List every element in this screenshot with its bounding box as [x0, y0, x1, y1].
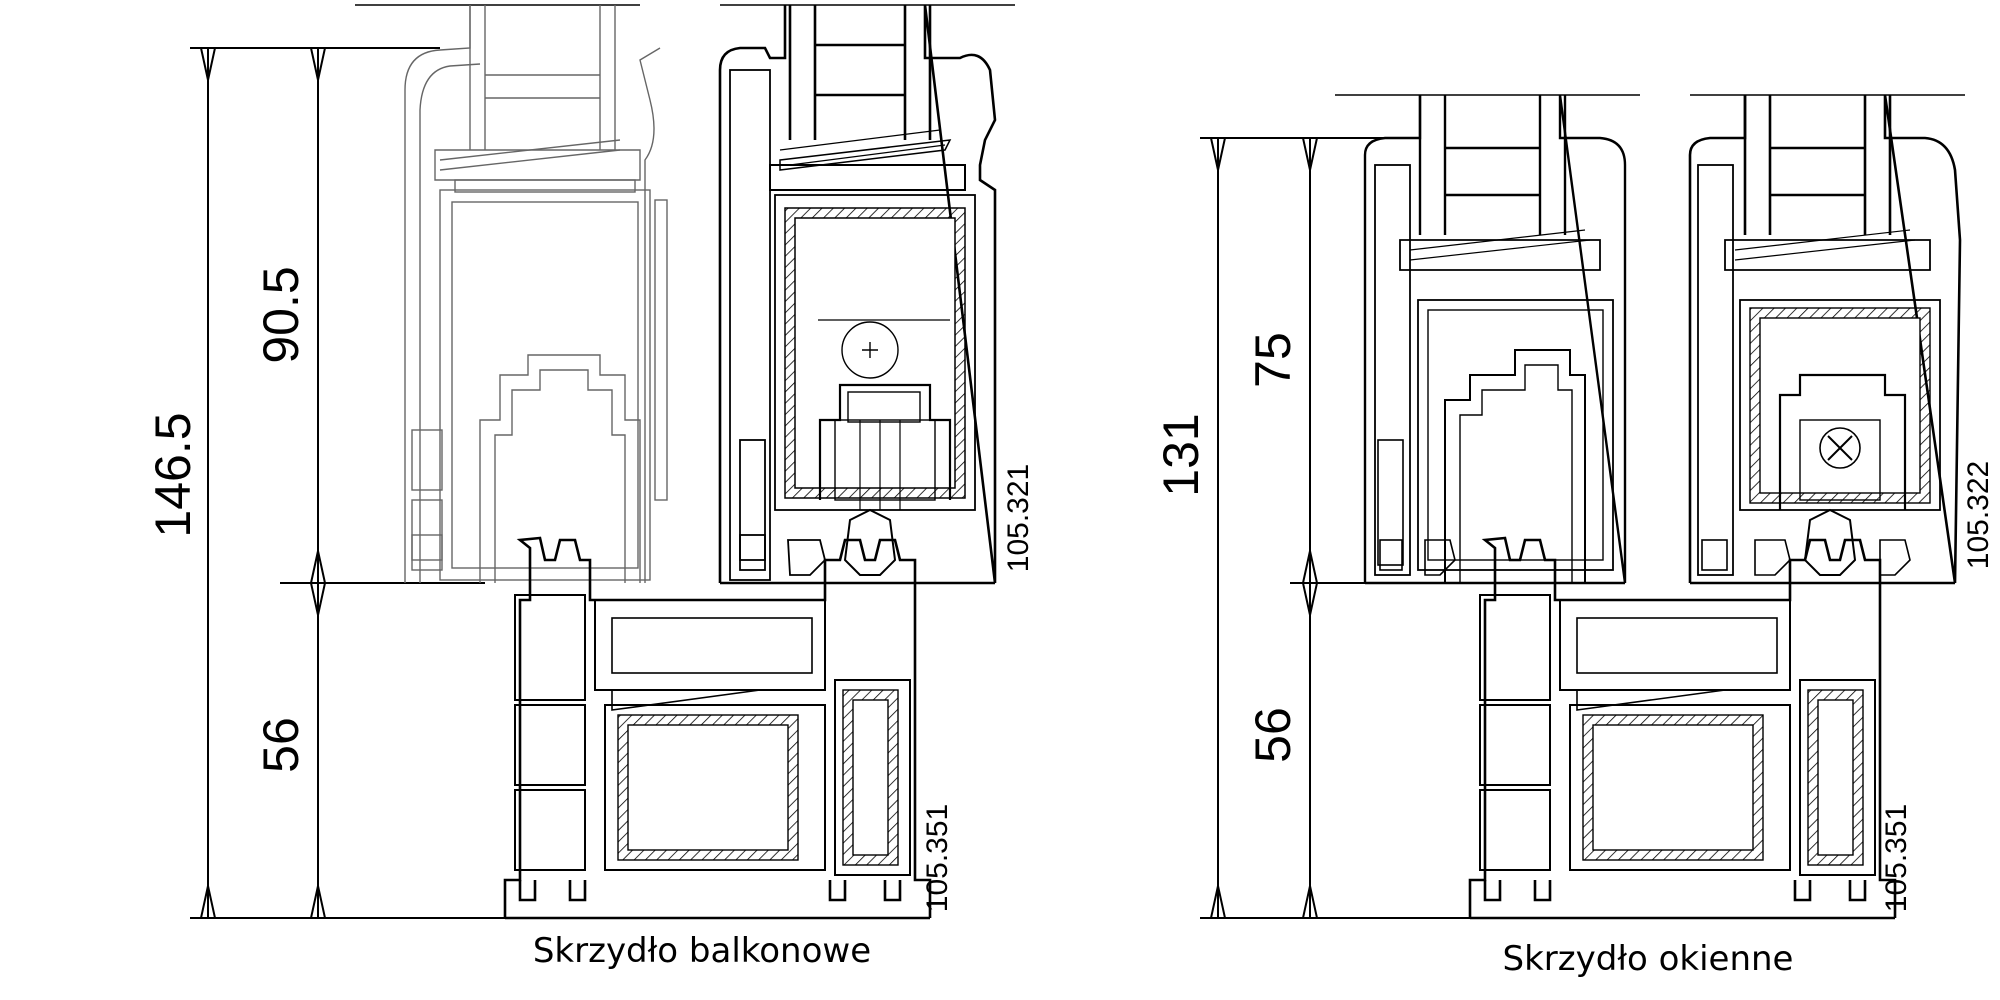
balcony-sash-drawing — [190, 4, 1015, 920]
window-sash-drawing — [1200, 94, 1965, 920]
balcony-sash-profile — [718, 4, 997, 585]
dim-left-total: 146.5 — [145, 412, 201, 537]
balcony-frame-profile — [503, 536, 932, 920]
caption-window-sash: Skrzydło okienne — [1503, 939, 1794, 979]
window-frame-profile — [1468, 536, 1897, 920]
code-left-sash: 105.321 — [1002, 464, 1035, 572]
dim-right-upper: 75 — [1245, 332, 1301, 388]
right-dimension-lines — [1200, 137, 1470, 919]
window-sash-left — [1363, 94, 1627, 585]
dim-right-total: 131 — [1153, 413, 1209, 496]
dim-right-lower: 56 — [1245, 707, 1301, 763]
captions: Skrzydło balkonowe Skrzydło okienne — [533, 931, 1794, 979]
ghost-sash-outline — [404, 5, 668, 583]
code-right-frame: 105.351 — [1880, 804, 1913, 912]
caption-balcony-sash: Skrzydło balkonowe — [533, 931, 871, 971]
dim-left-upper: 90.5 — [253, 266, 309, 363]
window-sash-right — [1688, 94, 1962, 585]
left-dimension-lines — [190, 47, 505, 919]
dimension-labels: 146.5 90.5 56 131 75 56 — [145, 266, 1301, 772]
dim-left-lower: 56 — [253, 717, 309, 773]
code-right-sash: 105.322 — [1962, 461, 1995, 569]
code-left-frame: 105.351 — [921, 804, 954, 912]
profile-code-labels: 105.321 105.351 105.322 105.351 — [921, 461, 1995, 912]
